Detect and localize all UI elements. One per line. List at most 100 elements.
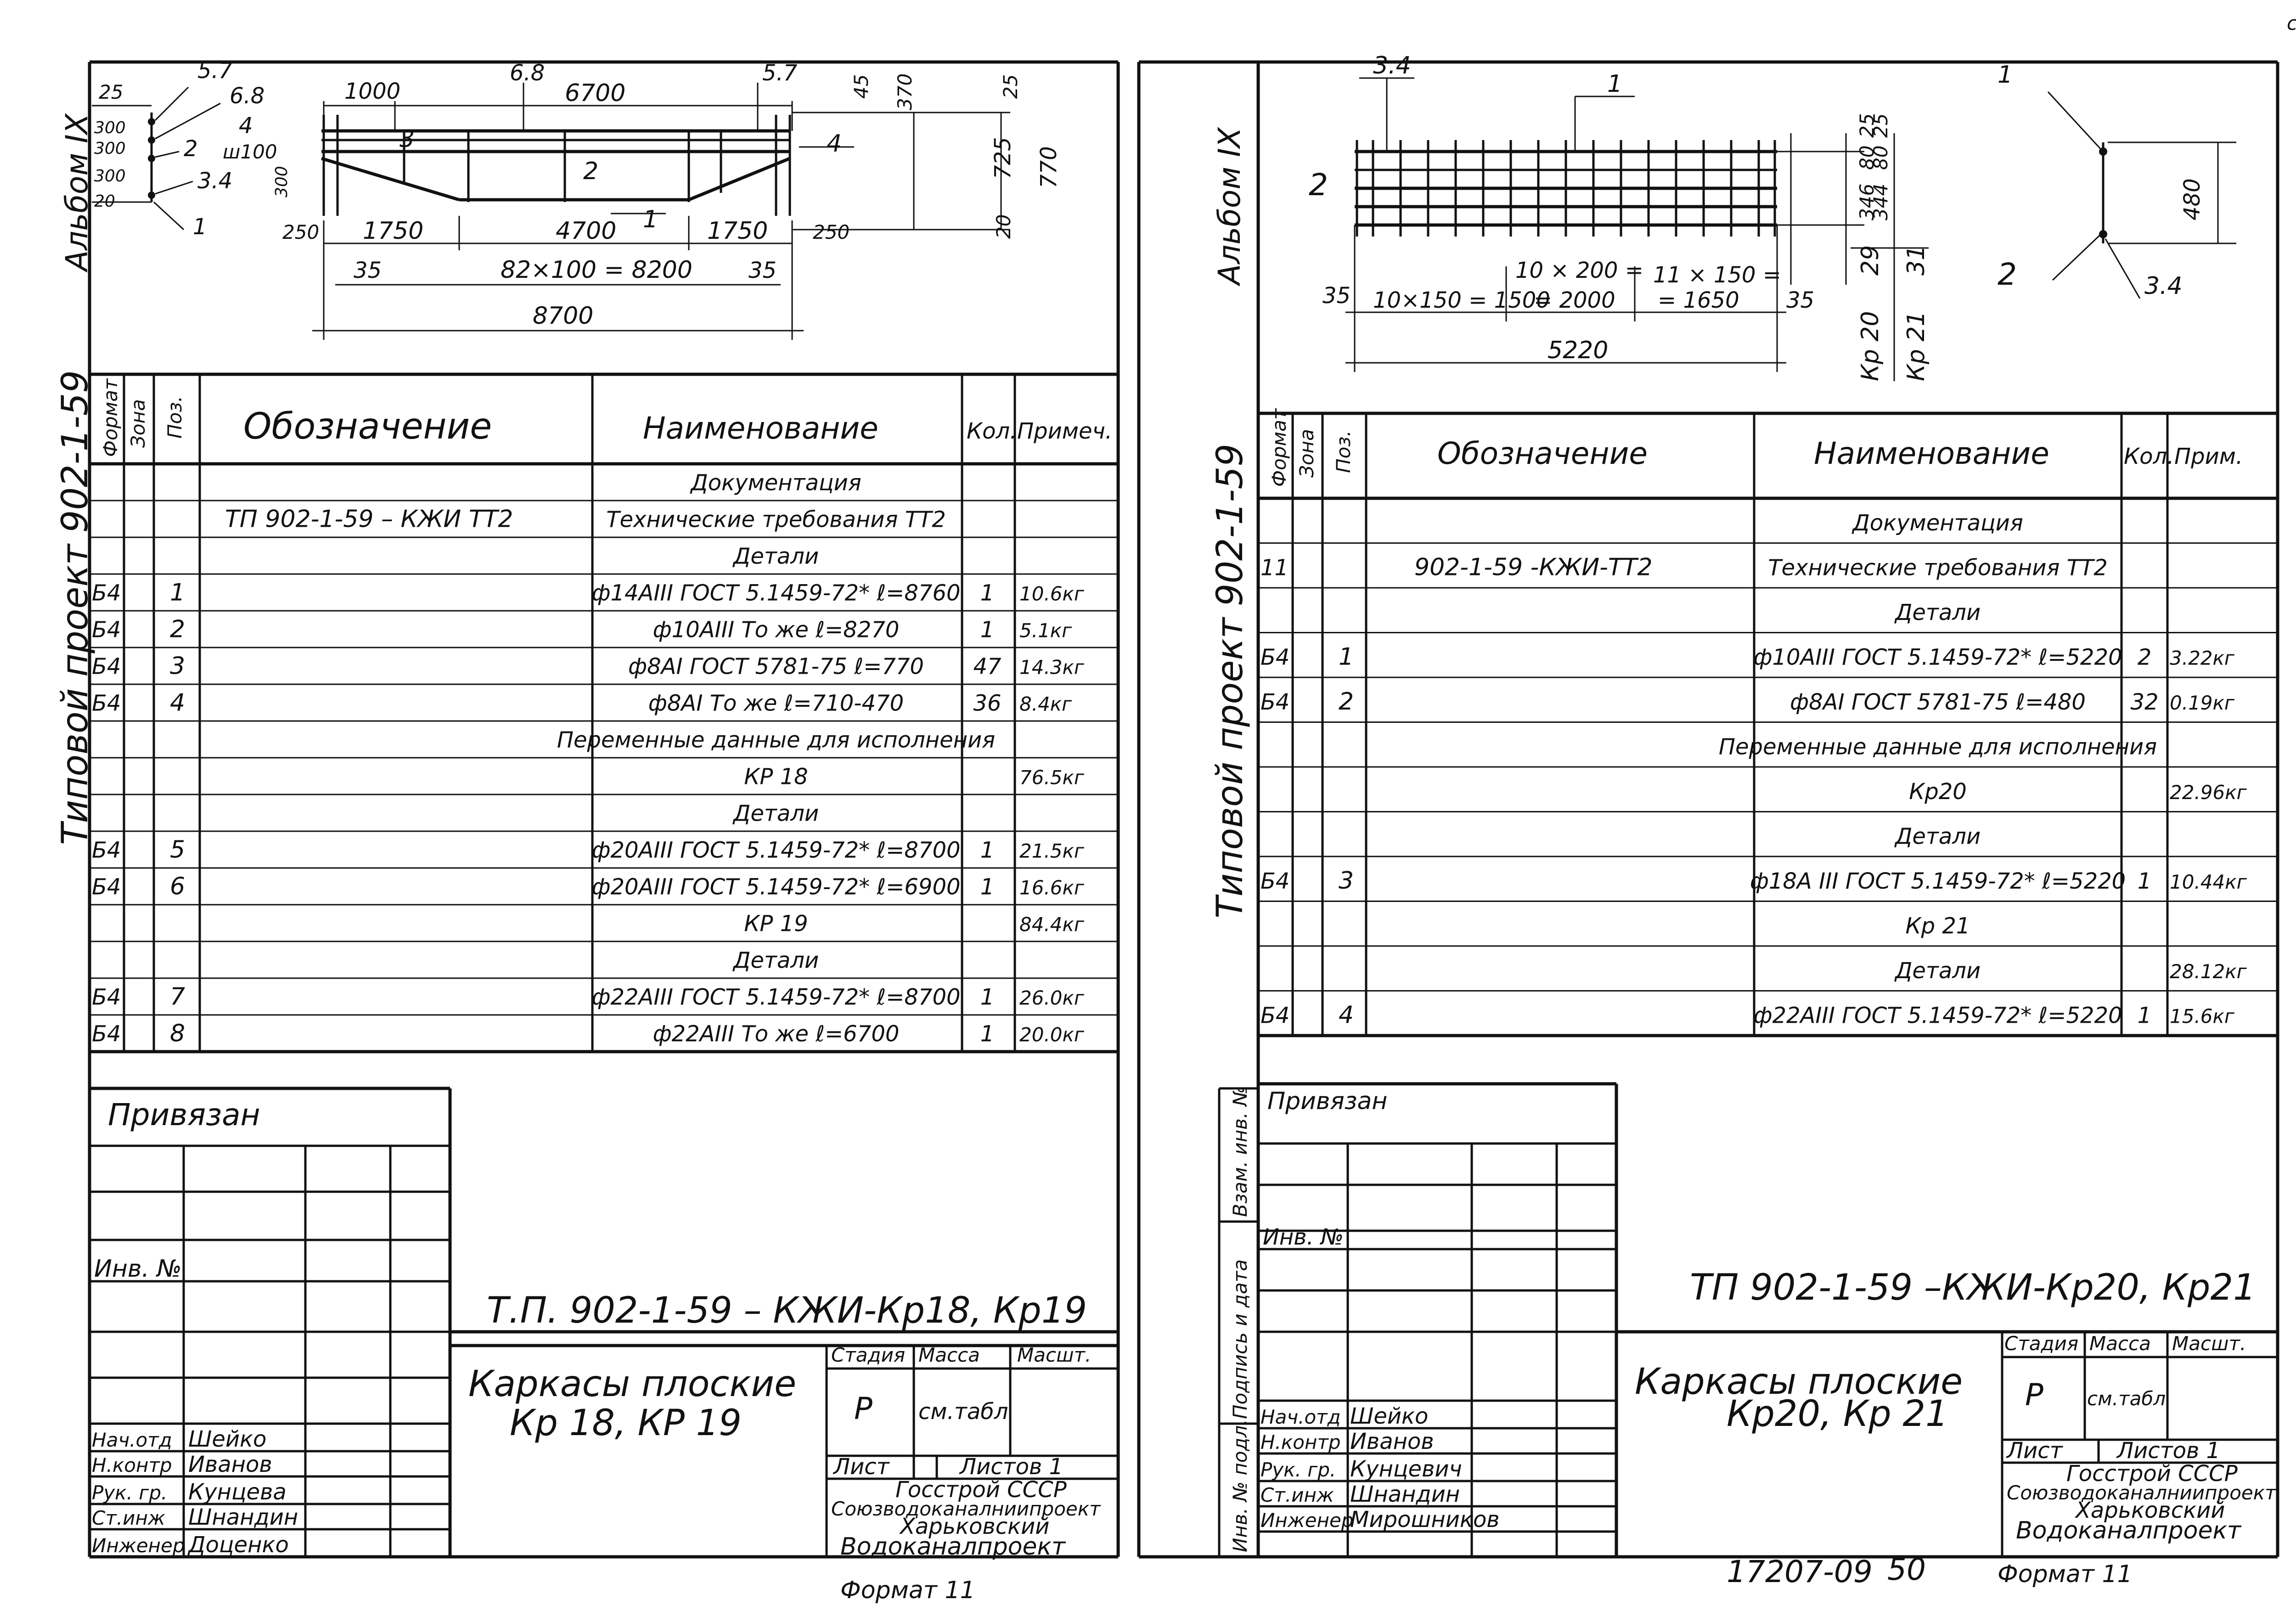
- right-org-3: Харьковский: [2074, 1498, 2225, 1523]
- left-side-album: Альбом IX: [59, 113, 95, 273]
- spec-quantity: 1: [980, 874, 995, 900]
- left-dim-82x100: 82×100 = 8200: [501, 256, 692, 284]
- left-sheets-label: Листов 1: [959, 1454, 1063, 1480]
- right-side-vzam: Взам. инв. №: [1229, 1086, 1251, 1217]
- left-dim-370: 370: [894, 73, 916, 110]
- spec-name: ф14АIII ГОСТ 5.1459-72* ℓ=8760: [591, 580, 960, 606]
- stamp-person: Шнандин: [1350, 1481, 1460, 1507]
- left-pos-4: 4: [827, 130, 842, 158]
- spec-name: ф20АIII ГОСТ 5.1459-72* ℓ=8700: [591, 838, 960, 863]
- spec-note: 8.4кг: [1019, 693, 1072, 715]
- spec-designation: 902-1-59 -КЖИ-ТТ2: [1414, 554, 1653, 581]
- right-sheet-label: Лист: [2006, 1438, 2064, 1464]
- spec-quantity: 32: [2130, 689, 2158, 715]
- right-span-35-a: 35: [1322, 283, 1351, 309]
- spec-name: Детали: [1894, 600, 1981, 625]
- left-dim-35-b: 35: [748, 258, 777, 283]
- right-side-project: Типовой проект 902-1-59: [1210, 444, 1251, 918]
- left-format: Формат 11: [840, 1577, 975, 1604]
- stamp-role: Нач.отд: [92, 1429, 172, 1451]
- left-dim-5-7: 5.7: [762, 60, 798, 86]
- spec-position: 3: [1339, 867, 1354, 895]
- spec-name: Технические требования ТТ2: [606, 507, 946, 533]
- right-span-1650: = 1650: [1658, 287, 1739, 313]
- left-sheet-label: Лист: [833, 1454, 890, 1480]
- stamp-role: Н.контр: [92, 1454, 172, 1476]
- spec-name: Кр 21: [1906, 913, 1970, 939]
- left-hdr-qty: Кол.: [967, 418, 1017, 444]
- spec-name: Переменные данные для исполнения: [1719, 734, 2157, 760]
- stamp-person: Мирошников: [1350, 1507, 1500, 1532]
- spec-quantity: 1: [980, 1021, 995, 1047]
- right-dim-25-a: 25: [1856, 113, 1878, 138]
- spec-name: Кр20: [1909, 779, 1967, 805]
- right-label-1: 1: [1607, 70, 1622, 98]
- spec-quantity: 1: [980, 985, 995, 1010]
- spec-note: 16.6кг: [1019, 877, 1085, 899]
- spec-name: Технические требования ТТ2: [1768, 555, 2108, 581]
- spec-quantity: 36: [973, 691, 1001, 716]
- right-label-3-4: 3.4: [1373, 52, 1411, 79]
- right-scale-h: Масшт.: [2172, 1332, 2246, 1355]
- stamp-role: Нач.отд: [1261, 1406, 1341, 1428]
- spec-name: Детали: [1894, 824, 1981, 850]
- right-side-album: Альбом IX: [1212, 126, 1247, 287]
- left-pos-2: 2: [583, 158, 598, 185]
- right-total-5220: 5220: [1548, 337, 1608, 364]
- spec-format: Б4: [92, 874, 121, 900]
- right-sheet-no: 50: [1887, 1552, 1926, 1587]
- right-var-29: 29: [1857, 245, 1884, 276]
- spec-note: 21.5кг: [1019, 840, 1085, 862]
- spec-quantity: 1: [980, 617, 995, 643]
- spec-position: 3: [170, 653, 185, 680]
- spec-note: 5.1кг: [1019, 620, 1072, 642]
- spec-quantity: 47: [973, 654, 1002, 680]
- left-side-project: Типовой проект 902-1-59: [55, 370, 96, 845]
- right-dim-25-b: 25: [1869, 113, 1892, 138]
- corner-mark: c: [2287, 12, 2296, 34]
- right-section-2: 2: [1998, 257, 2017, 292]
- right-var-kr21: Кр 21: [1902, 311, 1930, 381]
- spec-format: Б4: [1261, 868, 1289, 894]
- spec-note: 10.44кг: [2170, 871, 2247, 893]
- spec-format: Б4: [92, 617, 121, 643]
- spec-name: ф22АIII ГОСТ 5.1459-72* ℓ=5220: [1753, 1003, 2122, 1029]
- right-hdr-note: Прим.: [2174, 444, 2243, 469]
- right-format: Формат 11: [1998, 1560, 2133, 1588]
- spec-quantity: 1: [980, 580, 995, 606]
- stamp-person: Шейко: [1350, 1403, 1428, 1429]
- stamp-person: Кунцевич: [1350, 1456, 1462, 1482]
- spec-name: КР 19: [744, 911, 808, 937]
- left-dim-1750-a: 1750: [363, 217, 423, 245]
- spec-name: Детали: [732, 544, 819, 569]
- stamp-person: Шейко: [188, 1426, 266, 1452]
- right-span-top-2: 11 × 150 =: [1653, 262, 1781, 288]
- stamp-role: Ст.инж: [92, 1507, 165, 1529]
- right-dim-346: 346: [1856, 184, 1878, 220]
- left-mark-300-c: 300: [94, 167, 126, 186]
- left-callout-6-8: 6.8: [230, 83, 264, 109]
- left-code: Т.П. 902-1-59 – КЖИ-Кр18, Кр19: [487, 1290, 1087, 1331]
- left-dim-25: 25: [999, 74, 1022, 99]
- spec-quantity: 1: [2138, 868, 2152, 894]
- left-dim-6-8: 6.8: [510, 60, 545, 86]
- spec-position: 4: [170, 689, 185, 717]
- stamp-person: Иванов: [188, 1452, 272, 1477]
- left-hdr-designation: Обозначение: [243, 406, 492, 447]
- spec-format: Б4: [1261, 689, 1289, 715]
- right-label-2: 2: [1309, 167, 1328, 203]
- right-side-signature: Подпись и дата: [1229, 1259, 1251, 1419]
- spec-name: ф8АI ГОСТ 5781-75 ℓ=480: [1790, 689, 2086, 715]
- right-section-480: 480: [2179, 178, 2205, 220]
- spec-note: 28.12кг: [2170, 960, 2247, 983]
- right-title-2: Кр20, Кр 21: [1727, 1393, 1948, 1435]
- right-spec-table: Формат Зона Поз. Обозначение Наименовани…: [1258, 408, 2278, 1037]
- stamp-role: Н.контр: [1261, 1431, 1341, 1453]
- left-dim-300-side: 300: [272, 166, 291, 197]
- left-dim-4700: 4700: [556, 217, 616, 245]
- right-mass: см.табл: [2087, 1387, 2166, 1410]
- left-callout-5-7: 5.7: [197, 58, 233, 84]
- spec-note: 14.3кг: [1019, 656, 1085, 679]
- stamp-role: Ст.инж: [1261, 1484, 1334, 1506]
- left-sheet: Альбом IX Типовой проект 902-1-59 5.7 6.…: [55, 58, 1120, 1604]
